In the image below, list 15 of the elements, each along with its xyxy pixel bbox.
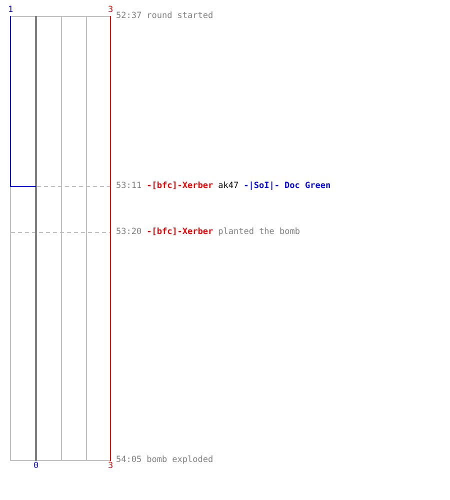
player-name: -[bfc]-Xerber bbox=[146, 227, 214, 237]
event-text: planted the bomb bbox=[218, 227, 300, 237]
team-count: 0 bbox=[33, 461, 39, 471]
timestamp: 53:11 bbox=[116, 181, 142, 191]
timestamp: 52:37 bbox=[116, 11, 142, 21]
team-count: 3 bbox=[108, 461, 114, 471]
player-name: -|SoI|- Doc Green bbox=[244, 181, 331, 191]
timestamp: 53:20 bbox=[116, 227, 142, 237]
player-name: -[bfc]-Xerber bbox=[146, 181, 214, 191]
event-text: round started bbox=[146, 11, 214, 21]
team-count: 1 bbox=[8, 5, 14, 15]
timestamp: 54:05 bbox=[116, 455, 142, 465]
team-count: 3 bbox=[108, 5, 114, 15]
event-text: bomb exploded bbox=[146, 455, 214, 465]
weapon-name: ak47 bbox=[218, 181, 239, 191]
